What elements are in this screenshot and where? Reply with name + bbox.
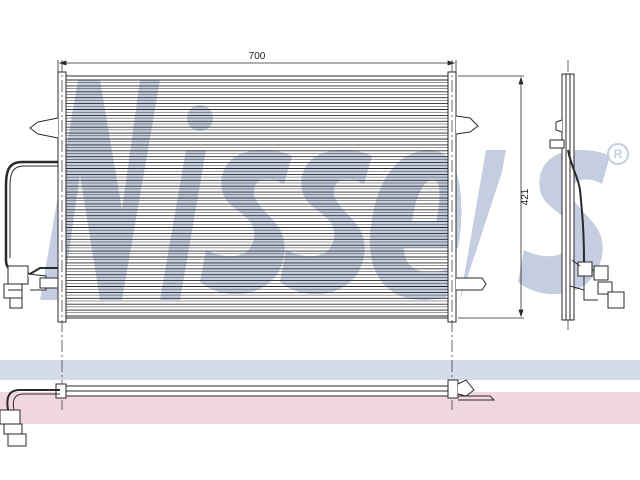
left-mount-bracket — [29, 117, 59, 139]
dimension-lines — [57, 60, 524, 319]
condenser-bottom-view — [0, 379, 496, 447]
pressure-sensor-side — [569, 259, 625, 309]
width-dimension-label: 700 — [249, 51, 266, 62]
height-dimension-label: 421 — [520, 188, 531, 205]
watermark-band-blue — [0, 360, 640, 380]
condenser-side-view — [549, 73, 625, 321]
side-core — [561, 73, 575, 321]
side-pipe — [567, 149, 585, 263]
right-lower-pipe — [456, 277, 487, 291]
watermark-band-red — [0, 392, 640, 424]
svg-text:R: R — [614, 147, 623, 161]
watermark-trademark: R — [607, 143, 629, 165]
pressure-sensor-bottom — [0, 409, 27, 447]
right-mount-bracket — [455, 115, 479, 135]
condenser-tubes — [66, 79, 448, 317]
